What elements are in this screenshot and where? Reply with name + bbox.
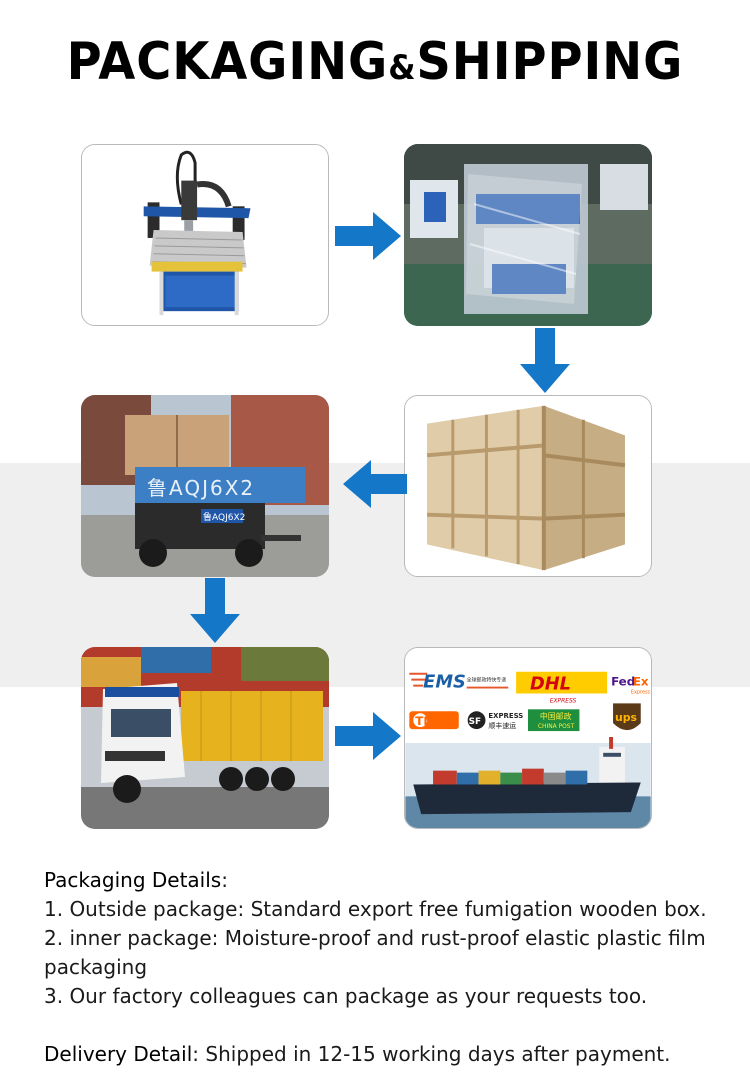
fedex-text-ex: Ex — [633, 675, 649, 689]
truck-crates-illustration: 鲁AQJ6X2 鲁AQJ6X2 — [81, 395, 329, 577]
photo-wrapped-machine — [404, 144, 652, 326]
tnt-text: TNT — [415, 714, 442, 728]
ups-text: ups — [615, 711, 637, 724]
packaging-line-2: 2. inner package: Moisture-proof and rus… — [44, 926, 706, 979]
china-post-en: CHINA POST — [538, 723, 575, 730]
delivery-detail: Delivery Detail: Shipped in 12-15 workin… — [44, 1040, 724, 1069]
wooden-crate-illustration — [405, 396, 651, 576]
photo-couriers-ship: EMS 全球邮政特快专递 DHL EXPRESS Fed Ex Express … — [404, 647, 652, 829]
fedex-logo: Fed Ex Express — [611, 675, 650, 696]
packaging-details-label: Packaging Details — [44, 868, 222, 892]
sf-mark: SF — [469, 717, 481, 727]
delivery-detail-label: Delivery Detail — [44, 1042, 193, 1066]
ups-logo: ups — [613, 703, 641, 731]
container-truck-illustration — [81, 647, 329, 829]
ems-subtext: 全球邮政特快专递 — [467, 677, 507, 684]
title-part-shipping: SHIPPING — [416, 32, 684, 92]
fedex-text-fed: Fed — [611, 675, 635, 689]
sf-logo: SF EXPRESS 顺丰速运 — [467, 711, 523, 730]
dhl-logo: DHL EXPRESS — [516, 671, 608, 704]
photo-wooden-crate — [404, 395, 652, 577]
china-post-cn: 中国邮政 — [540, 711, 572, 721]
packaging-details-heading: Packaging Details: — [44, 866, 724, 895]
arrow-right-1 — [335, 212, 403, 260]
sf-cn: 顺丰速运 — [488, 721, 516, 730]
title-ampersand: & — [388, 48, 417, 88]
fedex-subtext: Express — [631, 689, 651, 695]
packaging-line-3: 3. Our factory colleagues can package as… — [44, 984, 648, 1008]
arrow-left-icon — [343, 460, 407, 508]
packaging-details: Packaging Details: 1. Outside package: S… — [44, 866, 724, 1069]
sf-name: EXPRESS — [488, 712, 523, 720]
arrow-left-1 — [343, 460, 407, 508]
packaging-details-colon: : — [221, 868, 228, 892]
dhl-subtext: EXPRESS — [550, 697, 577, 704]
truck-rear-plate: 鲁AQJ6X2 — [203, 511, 245, 523]
photo-cnc-machine — [81, 144, 329, 326]
ems-logo: EMS 全球邮政特快专递 — [409, 672, 509, 693]
ems-text: EMS — [423, 672, 466, 693]
arrow-right-icon — [335, 212, 401, 260]
title-part-packaging: PACKAGING — [66, 32, 389, 92]
photo-truck-crates: 鲁AQJ6X2 鲁AQJ6X2 — [81, 395, 329, 577]
arrow-down-icon — [520, 328, 570, 393]
photo-container-truck — [81, 647, 329, 829]
spacer — [44, 1011, 724, 1040]
delivery-detail-text: : Shipped in 12-15 working days after pa… — [192, 1042, 671, 1066]
page-title: PACKAGING&SHIPPING — [30, 32, 720, 92]
arrow-right-icon — [335, 712, 401, 760]
packaging-line-1: 1. Outside package: Standard export free… — [44, 897, 707, 921]
couriers-ship-illustration: EMS 全球邮政特快专递 DHL EXPRESS Fed Ex Express … — [405, 648, 651, 828]
arrow-down-2 — [190, 578, 240, 644]
arrow-right-2 — [335, 712, 403, 760]
arrow-down-1 — [520, 328, 570, 394]
tnt-logo: TNT — [409, 711, 459, 730]
cnc-machine-illustration — [82, 145, 328, 325]
arrow-down-icon — [190, 578, 240, 643]
china-post-logo: 中国邮政 CHINA POST — [528, 709, 580, 732]
wrapped-machine-illustration — [404, 144, 652, 326]
truck-side-plate: 鲁AQJ6X2 — [147, 476, 255, 500]
dhl-text: DHL — [530, 674, 571, 695]
